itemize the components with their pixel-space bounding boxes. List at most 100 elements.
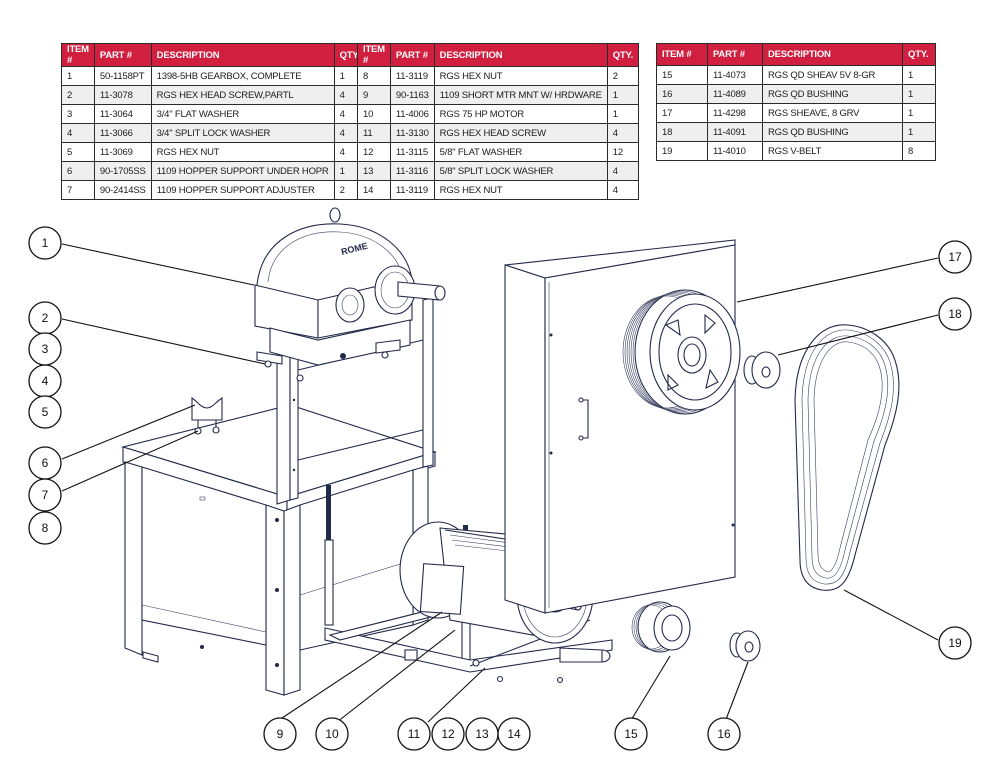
part-number: 11-4091 [707,122,763,142]
svg-text:15: 15 [624,727,638,741]
gearbox-frame [276,297,434,505]
part-number: 50-1158PT [93,66,152,86]
callout-17: 17 [938,240,972,274]
quantity: 1 [902,84,936,104]
svg-text:17: 17 [948,250,962,264]
header-description: DESCRIPTION [433,43,608,67]
header-description: DESCRIPTION [762,43,903,66]
callout-13: 13 [465,717,499,751]
part-description: RGS HEX NUT [433,180,608,200]
item-number: 6 [61,161,95,181]
part-number: 90-1705SS [93,161,152,181]
callout-14: 14 [497,717,531,751]
quantity: 1 [902,65,936,85]
callout-3: 3 [28,332,62,366]
quantity: 4 [606,180,640,200]
part-description: RGS HEX NUT [150,142,335,162]
svg-text:6: 6 [42,456,49,470]
quantity: 4 [606,161,640,181]
item-number: 13 [357,161,391,181]
callout-7: 7 [28,478,62,512]
part-number: 11-3069 [93,142,152,162]
svg-text:8: 8 [42,521,49,535]
item-number: 9 [357,85,391,105]
bushing-small [729,630,761,662]
header-item: ITEM # [656,43,708,66]
callout-6: 6 [28,446,62,480]
item-number: 10 [357,104,391,124]
part-description: RGS QD BUSHING [762,122,903,142]
part-number: 11-3066 [93,123,152,143]
item-number: 15 [656,65,708,85]
quantity: 8 [902,141,936,161]
callout-15: 15 [614,717,648,751]
bom-header-row: ITEM # PART # DESCRIPTION QTY. [357,43,640,67]
header-part: PART # [389,43,435,67]
item-number: 14 [357,180,391,200]
item-number: 1 [61,66,95,86]
gearbox: ROME [254,207,446,382]
callout-9: 9 [263,717,297,751]
part-number: 90-1163 [389,85,435,105]
item-number: 12 [357,142,391,162]
svg-text:5: 5 [42,405,49,419]
part-number: 11-4006 [389,104,435,124]
part-number: 11-3064 [93,104,152,124]
svg-text:19: 19 [948,636,962,650]
callout-10: 10 [315,717,349,751]
header-qty: QTY. [902,43,936,66]
part-description: RGS HEX HEAD SCREW [433,123,608,143]
part-number: 11-3115 [389,142,435,162]
part-number: 90-2414SS [93,180,152,200]
part-description: 1109 HOPPER SUPPORT ADJUSTER [150,180,335,200]
callout-2: 2 [28,301,62,335]
quantity: 2 [606,66,640,86]
svg-text:14: 14 [507,727,521,741]
svg-text:9: 9 [277,727,284,741]
part-number: 11-3130 [389,123,435,143]
part-description: 5/8" FLAT WASHER [433,142,608,162]
svg-text:12: 12 [441,727,455,741]
part-number: 11-4089 [707,84,763,104]
part-number: 11-3119 [389,180,435,200]
svg-text:1: 1 [42,236,49,250]
callout-19: 19 [938,626,972,660]
callout-12: 12 [431,717,465,751]
callout-5: 5 [28,395,62,429]
part-number: 11-4010 [707,141,763,161]
small-sheave [631,601,691,653]
callout-1: 1 [28,226,62,260]
svg-text:10: 10 [325,727,339,741]
quantity: 1 [606,104,640,124]
part-description: RGS 75 HP MOTOR [433,104,608,124]
callout-11: 11 [397,717,431,751]
leader-lines [61,243,939,723]
v-belt [794,324,900,591]
quantity: 1 [902,103,936,123]
quantity: 4 [606,123,640,143]
large-sheave [622,289,741,415]
part-description: RGS HEX HEAD SCREW,PARTL [150,85,335,105]
svg-text:18: 18 [948,307,962,321]
callout-16: 16 [707,717,741,751]
part-description: RGS QD SHEAV 5V 8-GR [762,65,903,85]
svg-text:4: 4 [42,374,49,388]
svg-text:3: 3 [42,342,49,356]
item-number: 19 [656,141,708,161]
item-number: 8 [357,66,391,86]
callout-4: 4 [28,364,62,398]
part-description: 1109 SHORT MTR MNT W/ HRDWARE [433,85,608,105]
svg-text:11: 11 [408,727,421,741]
